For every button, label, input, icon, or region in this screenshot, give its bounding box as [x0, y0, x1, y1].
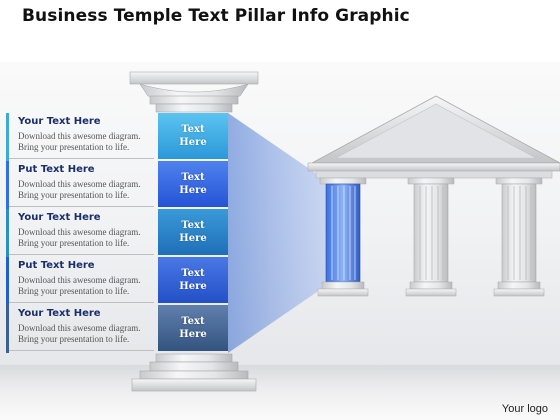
text-item-title: Your Text Here [18, 308, 101, 319]
text-item-description: Download this awesome diagram. Bring you… [18, 131, 141, 152]
temple-column-blue [317, 177, 369, 297]
pillar-block-4: Text Here [158, 257, 228, 303]
pillar-shaft: Text Here Text Here Text Here Text Here … [158, 113, 228, 353]
pillar-block-label: Text Here [179, 316, 207, 340]
pillar-block-label: Text Here [179, 268, 207, 292]
text-item-description: Download this awesome diagram. Bring you… [18, 275, 141, 296]
logo-placeholder: Your logo [501, 403, 548, 415]
text-item-description: Download this awesome diagram. Bring you… [18, 323, 141, 344]
text-item-title: Put Text Here [18, 260, 95, 271]
pillar-block-label: Text Here [179, 124, 207, 148]
text-item-title: Your Text Here [18, 212, 101, 223]
pillar-block-1: Text Here [158, 113, 228, 159]
text-item-1: Your Text Here Download this awesome dia… [6, 113, 154, 161]
text-item-3: Your Text Here Download this awesome dia… [6, 209, 154, 257]
text-item-title: Put Text Here [18, 164, 95, 175]
temple-column-middle [405, 177, 457, 297]
text-item-4: Put Text Here Download this awesome diag… [6, 257, 154, 305]
temple-column-right [493, 177, 545, 297]
text-item-description: Download this awesome diagram. Bring you… [18, 179, 141, 200]
main-pillar-base [131, 353, 257, 392]
text-items-list: Your Text Here Download this awesome dia… [6, 113, 154, 353]
main-pillar-capital [129, 71, 259, 113]
text-item-title: Your Text Here [18, 116, 101, 127]
text-item-2: Put Text Here Download this awesome diag… [6, 161, 154, 209]
pillar-block-2: Text Here [158, 161, 228, 207]
floor [0, 365, 560, 420]
pillar-block-label: Text Here [179, 220, 207, 244]
page-title: Business Temple Text Pillar Info Graphic [22, 6, 410, 26]
projection-beam [228, 113, 330, 353]
temple-roof [307, 95, 560, 179]
pillar-block-3: Text Here [158, 209, 228, 255]
pillar-block-5: Text Here [158, 305, 228, 351]
pillar-block-label: Text Here [179, 172, 207, 196]
text-item-5: Your Text Here Download this awesome dia… [6, 305, 154, 353]
text-item-description: Download this awesome diagram. Bring you… [18, 227, 141, 248]
